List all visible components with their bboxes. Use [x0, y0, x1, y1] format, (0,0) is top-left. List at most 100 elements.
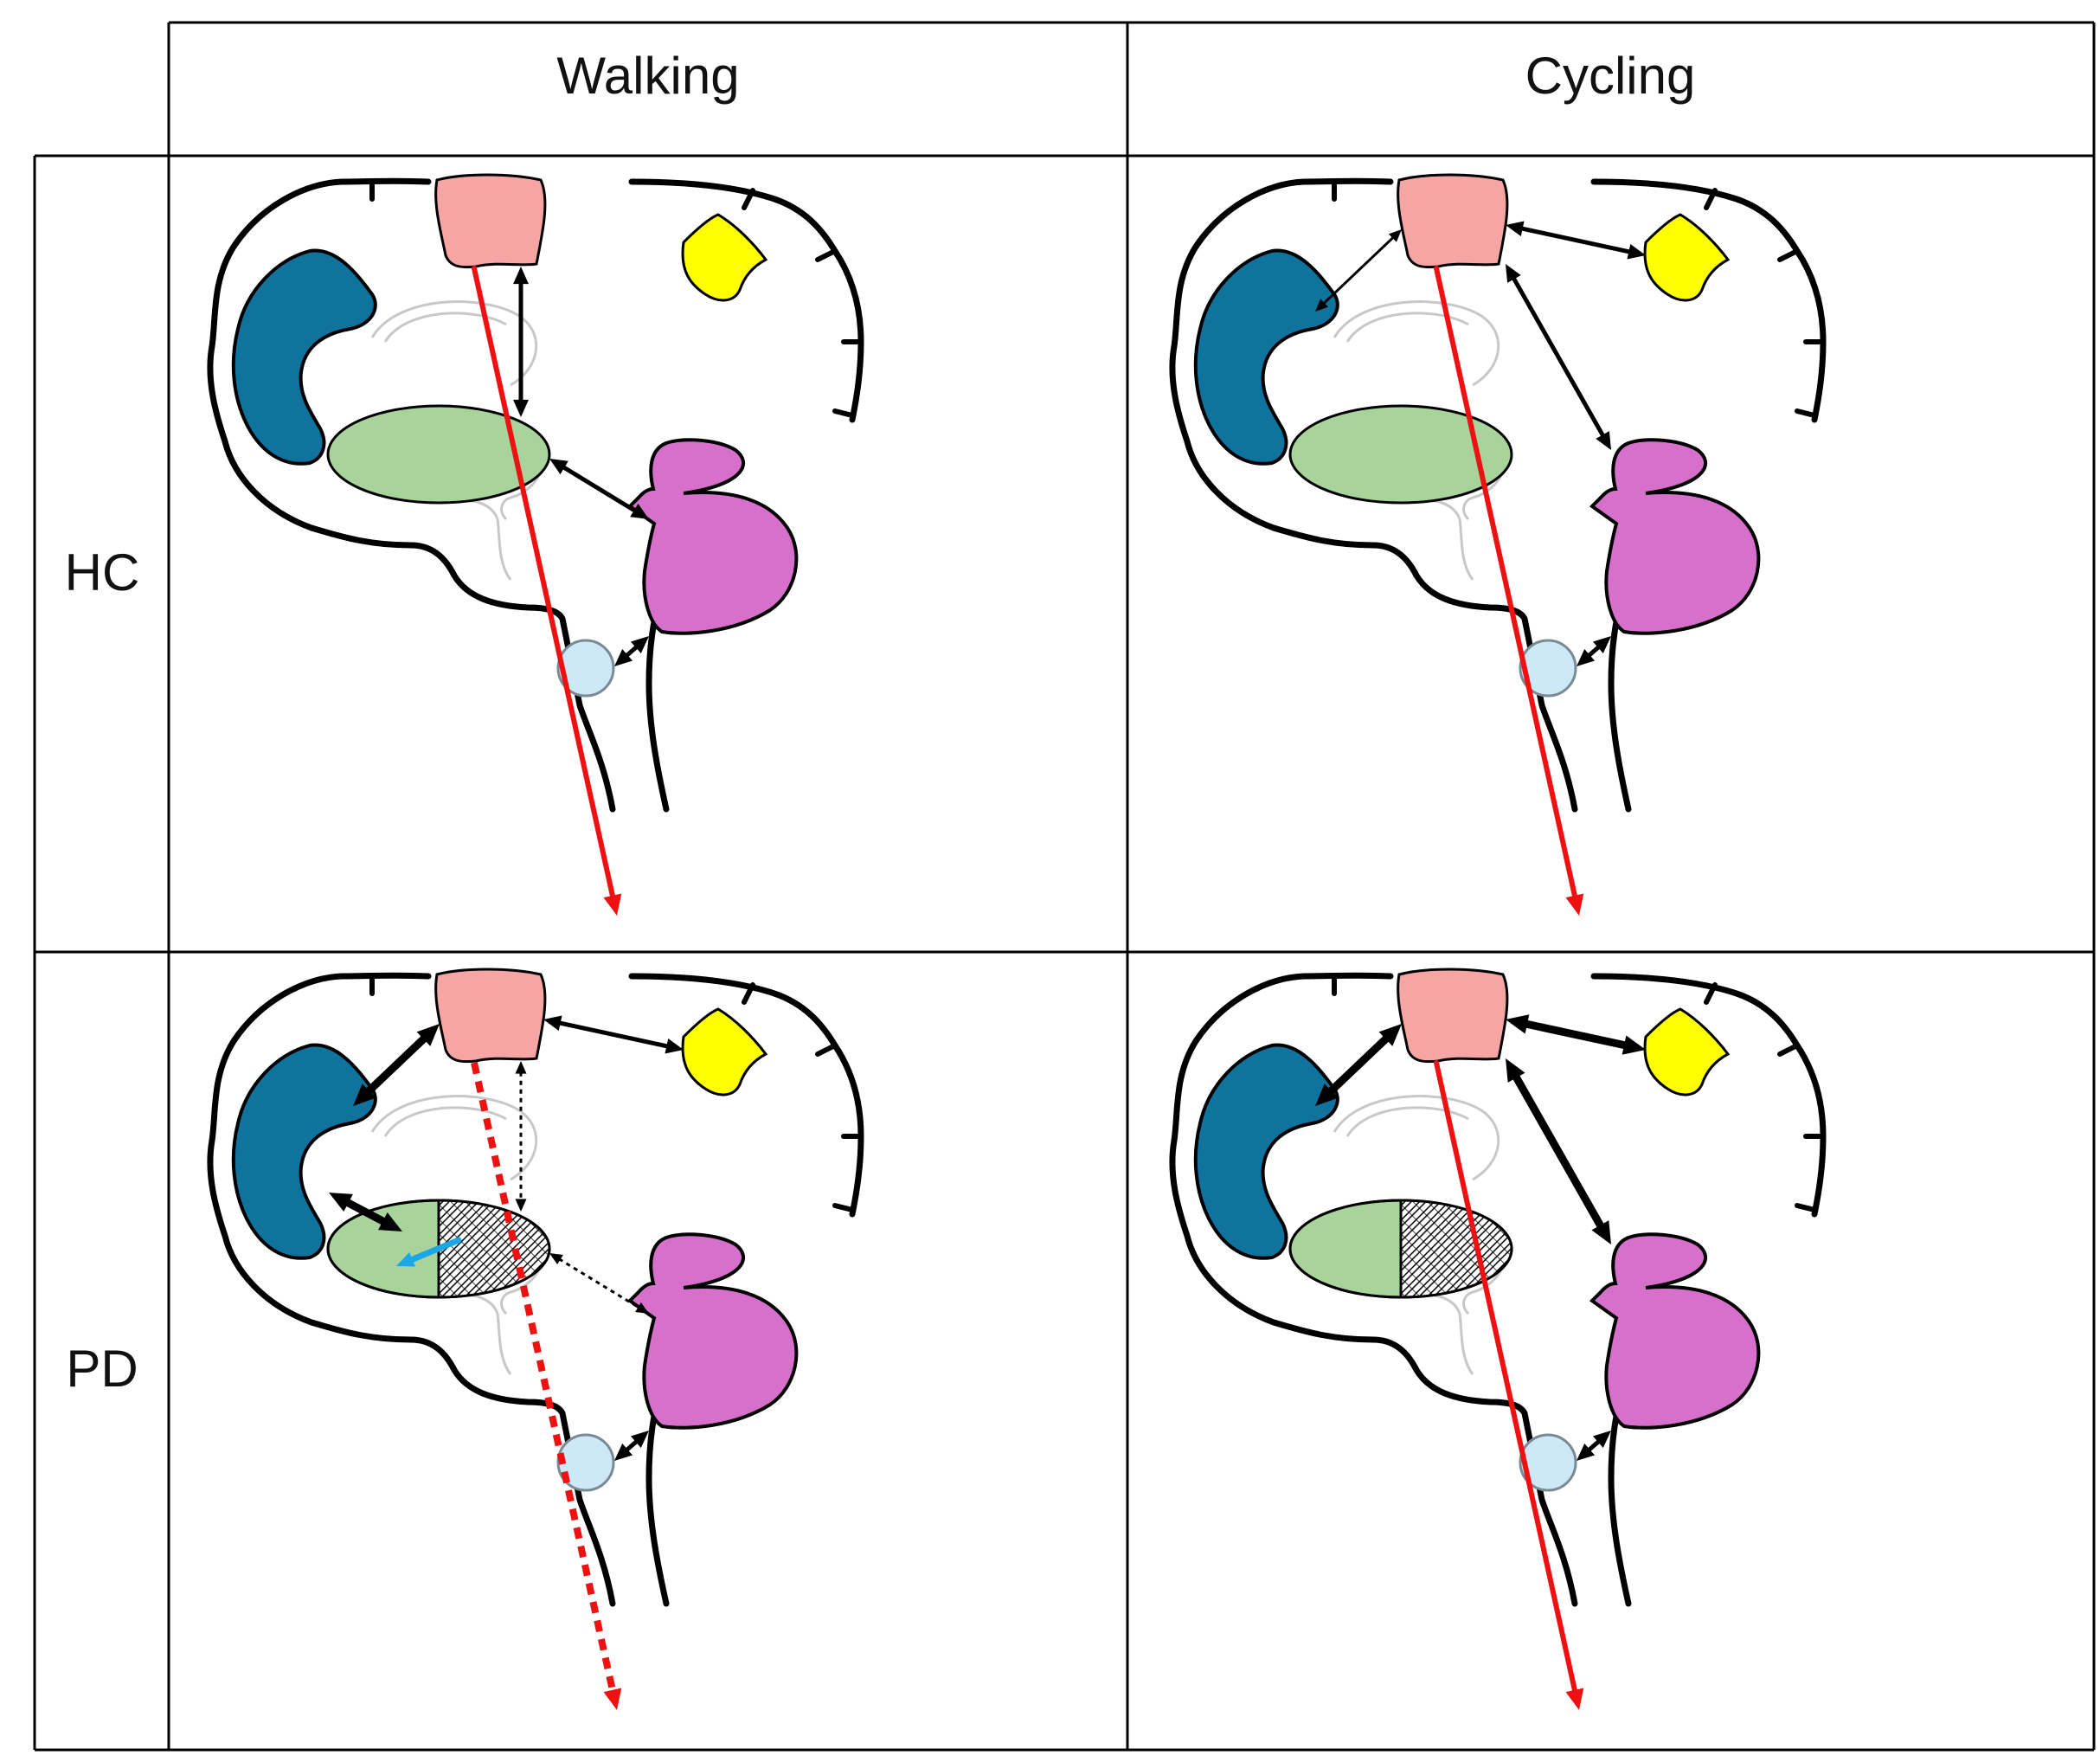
brain-outline-front — [207, 972, 616, 1607]
panel-pd-walking — [207, 968, 864, 1710]
connection-motor-bg-tail-head — [513, 267, 529, 285]
parietal-region — [1643, 213, 1731, 302]
connection-prefrontal-motor-head — [1378, 1024, 1402, 1046]
connection-bg-cerebellum-head — [630, 503, 649, 519]
connection-nucleus-cerebellum-shaft — [1585, 1438, 1602, 1453]
descending-pathway-arrow-head — [603, 893, 622, 916]
connection-nucleus-cerebellum-head — [1592, 1431, 1611, 1448]
descending-pathway-arrow-shaft — [472, 266, 616, 901]
sulcus-4 — [832, 1203, 855, 1212]
connection-nucleus-cerebellum-tail-head — [1577, 1444, 1596, 1461]
sulcus-2 — [1777, 1043, 1800, 1057]
descending-pathway-arrow-head — [603, 1688, 622, 1710]
connection-nucleus-cerebellum-tail-head — [1577, 649, 1596, 666]
connection-bg-cerebellum-head — [635, 1302, 649, 1314]
connection-nucleus-cerebellum-head — [630, 1431, 649, 1448]
connection-prefrontal-motor-shaft — [1325, 1032, 1392, 1097]
sulcus-2 — [815, 248, 838, 262]
connection-motor-bg-head — [515, 1199, 527, 1212]
connection-nucleus-cerebellum-tail-head — [614, 1444, 633, 1461]
connection-motor-parietal-shaft — [556, 1020, 671, 1049]
brain-outline-back — [628, 973, 864, 1218]
basal-ganglia-group — [1288, 404, 1513, 505]
sulcus-1 — [742, 188, 755, 210]
brain-outline-back — [628, 178, 864, 423]
prefrontal-region — [1193, 248, 1339, 466]
panel-pd-cycling — [1169, 968, 1827, 1710]
column-header-walking: Walking — [556, 47, 739, 105]
inner-curve-line — [383, 1106, 507, 1137]
panels-group — [207, 173, 1827, 1710]
descending-pathway-arrow-shaft — [1434, 1060, 1578, 1695]
connection-prefrontal-motor-tail-head — [1315, 299, 1329, 312]
connection-prefrontal-motor-head — [416, 1024, 440, 1046]
panel-hc-walking — [207, 173, 864, 916]
basal-ganglia-hatched-part — [1401, 1200, 1512, 1297]
connection-prefrontal-bg-head — [378, 1212, 402, 1231]
brainstem-outline — [1608, 1397, 1632, 1607]
brainstem-nucleus — [556, 639, 615, 698]
connection-motor-cerebellum-head — [1596, 431, 1611, 450]
hatch-fill-cross — [1401, 1200, 1512, 1297]
connection-motor-cerebellum-tail-head — [1506, 1058, 1525, 1083]
connection-motor-parietal-tail-head — [1506, 1014, 1530, 1034]
connection-motor-parietal-head — [665, 1038, 684, 1054]
connection-motor-parietal-tail-head — [1506, 221, 1525, 237]
brain-outline-front — [1169, 177, 1578, 813]
brainstem-nucleus — [556, 1433, 615, 1492]
sulcus-2 — [815, 1043, 838, 1057]
connection-bg-cerebellum-tail-head — [549, 459, 568, 475]
row-header-hc: HC — [65, 543, 140, 601]
brainstem-nucleus — [1519, 639, 1577, 698]
sulcus-4 — [832, 408, 855, 418]
brainstem-outline — [1608, 602, 1632, 813]
brain-outline-front — [1169, 972, 1578, 1607]
compensation-arrow-head — [396, 1251, 415, 1267]
brainstem-outline — [645, 1397, 670, 1607]
sulcus-2 — [1777, 248, 1800, 262]
row-header-pd: PD — [66, 1340, 138, 1398]
brainstem-outline — [645, 602, 670, 813]
connection-motor-parietal-head — [1622, 1035, 1646, 1055]
connection-nucleus-cerebellum-head — [1592, 636, 1611, 653]
panel-hc-cycling — [1169, 173, 1827, 916]
brainstem-nucleus — [1519, 1433, 1577, 1492]
connection-motor-parietal-shaft — [1520, 1019, 1631, 1050]
compensation-arrow-shaft — [407, 1237, 462, 1264]
sulcus-1 — [742, 982, 755, 1005]
corpus-callosum-line — [1333, 1095, 1500, 1181]
connection-prefrontal-motor-shaft — [363, 1032, 430, 1097]
connection-motor-bg-tail-head — [515, 1061, 527, 1074]
corpus-callosum-line — [1333, 300, 1500, 387]
connection-motor-cerebellum-shaft — [1511, 1071, 1606, 1232]
inner-curve-line — [383, 312, 507, 343]
basal-ganglia-group — [326, 404, 551, 505]
basal-ganglia-region — [326, 404, 551, 505]
corpus-callosum-line — [370, 300, 538, 387]
connection-motor-cerebellum-shaft — [1511, 274, 1606, 440]
brain-outline-back — [1590, 178, 1827, 423]
brain-outline-back — [1590, 973, 1827, 1218]
connection-prefrontal-motor-tail-head — [1315, 1084, 1339, 1106]
connection-bg-cerebellum-shaft — [560, 464, 639, 514]
column-header-cycling: Cycling — [1525, 47, 1696, 105]
inner-curve-line — [1345, 1106, 1469, 1137]
basal-ganglia-outline — [326, 1199, 551, 1299]
corpus-callosum-line — [370, 1095, 538, 1181]
inner-curve-line — [1345, 312, 1469, 343]
parietal-region — [1643, 1007, 1731, 1096]
cerebellum-region — [626, 1232, 799, 1430]
connection-motor-parietal-shaft — [1518, 226, 1634, 254]
connection-motor-cerebellum-head — [1591, 1220, 1611, 1244]
connection-motor-parietal-tail-head — [543, 1015, 562, 1032]
connection-nucleus-cerebellum-shaft — [1585, 644, 1602, 659]
connection-nucleus-cerebellum-shaft — [623, 644, 640, 659]
connection-prefrontal-bg-tail-head — [329, 1193, 353, 1212]
cerebellum-region — [626, 438, 799, 635]
hatch-fill-cross — [439, 1200, 549, 1297]
motor-cortex-region — [1397, 968, 1509, 1064]
connection-bg-cerebellum-shaft — [558, 1257, 640, 1309]
motor-cortex-region — [434, 968, 547, 1064]
basal-ganglia-hatched-part — [439, 1200, 549, 1297]
